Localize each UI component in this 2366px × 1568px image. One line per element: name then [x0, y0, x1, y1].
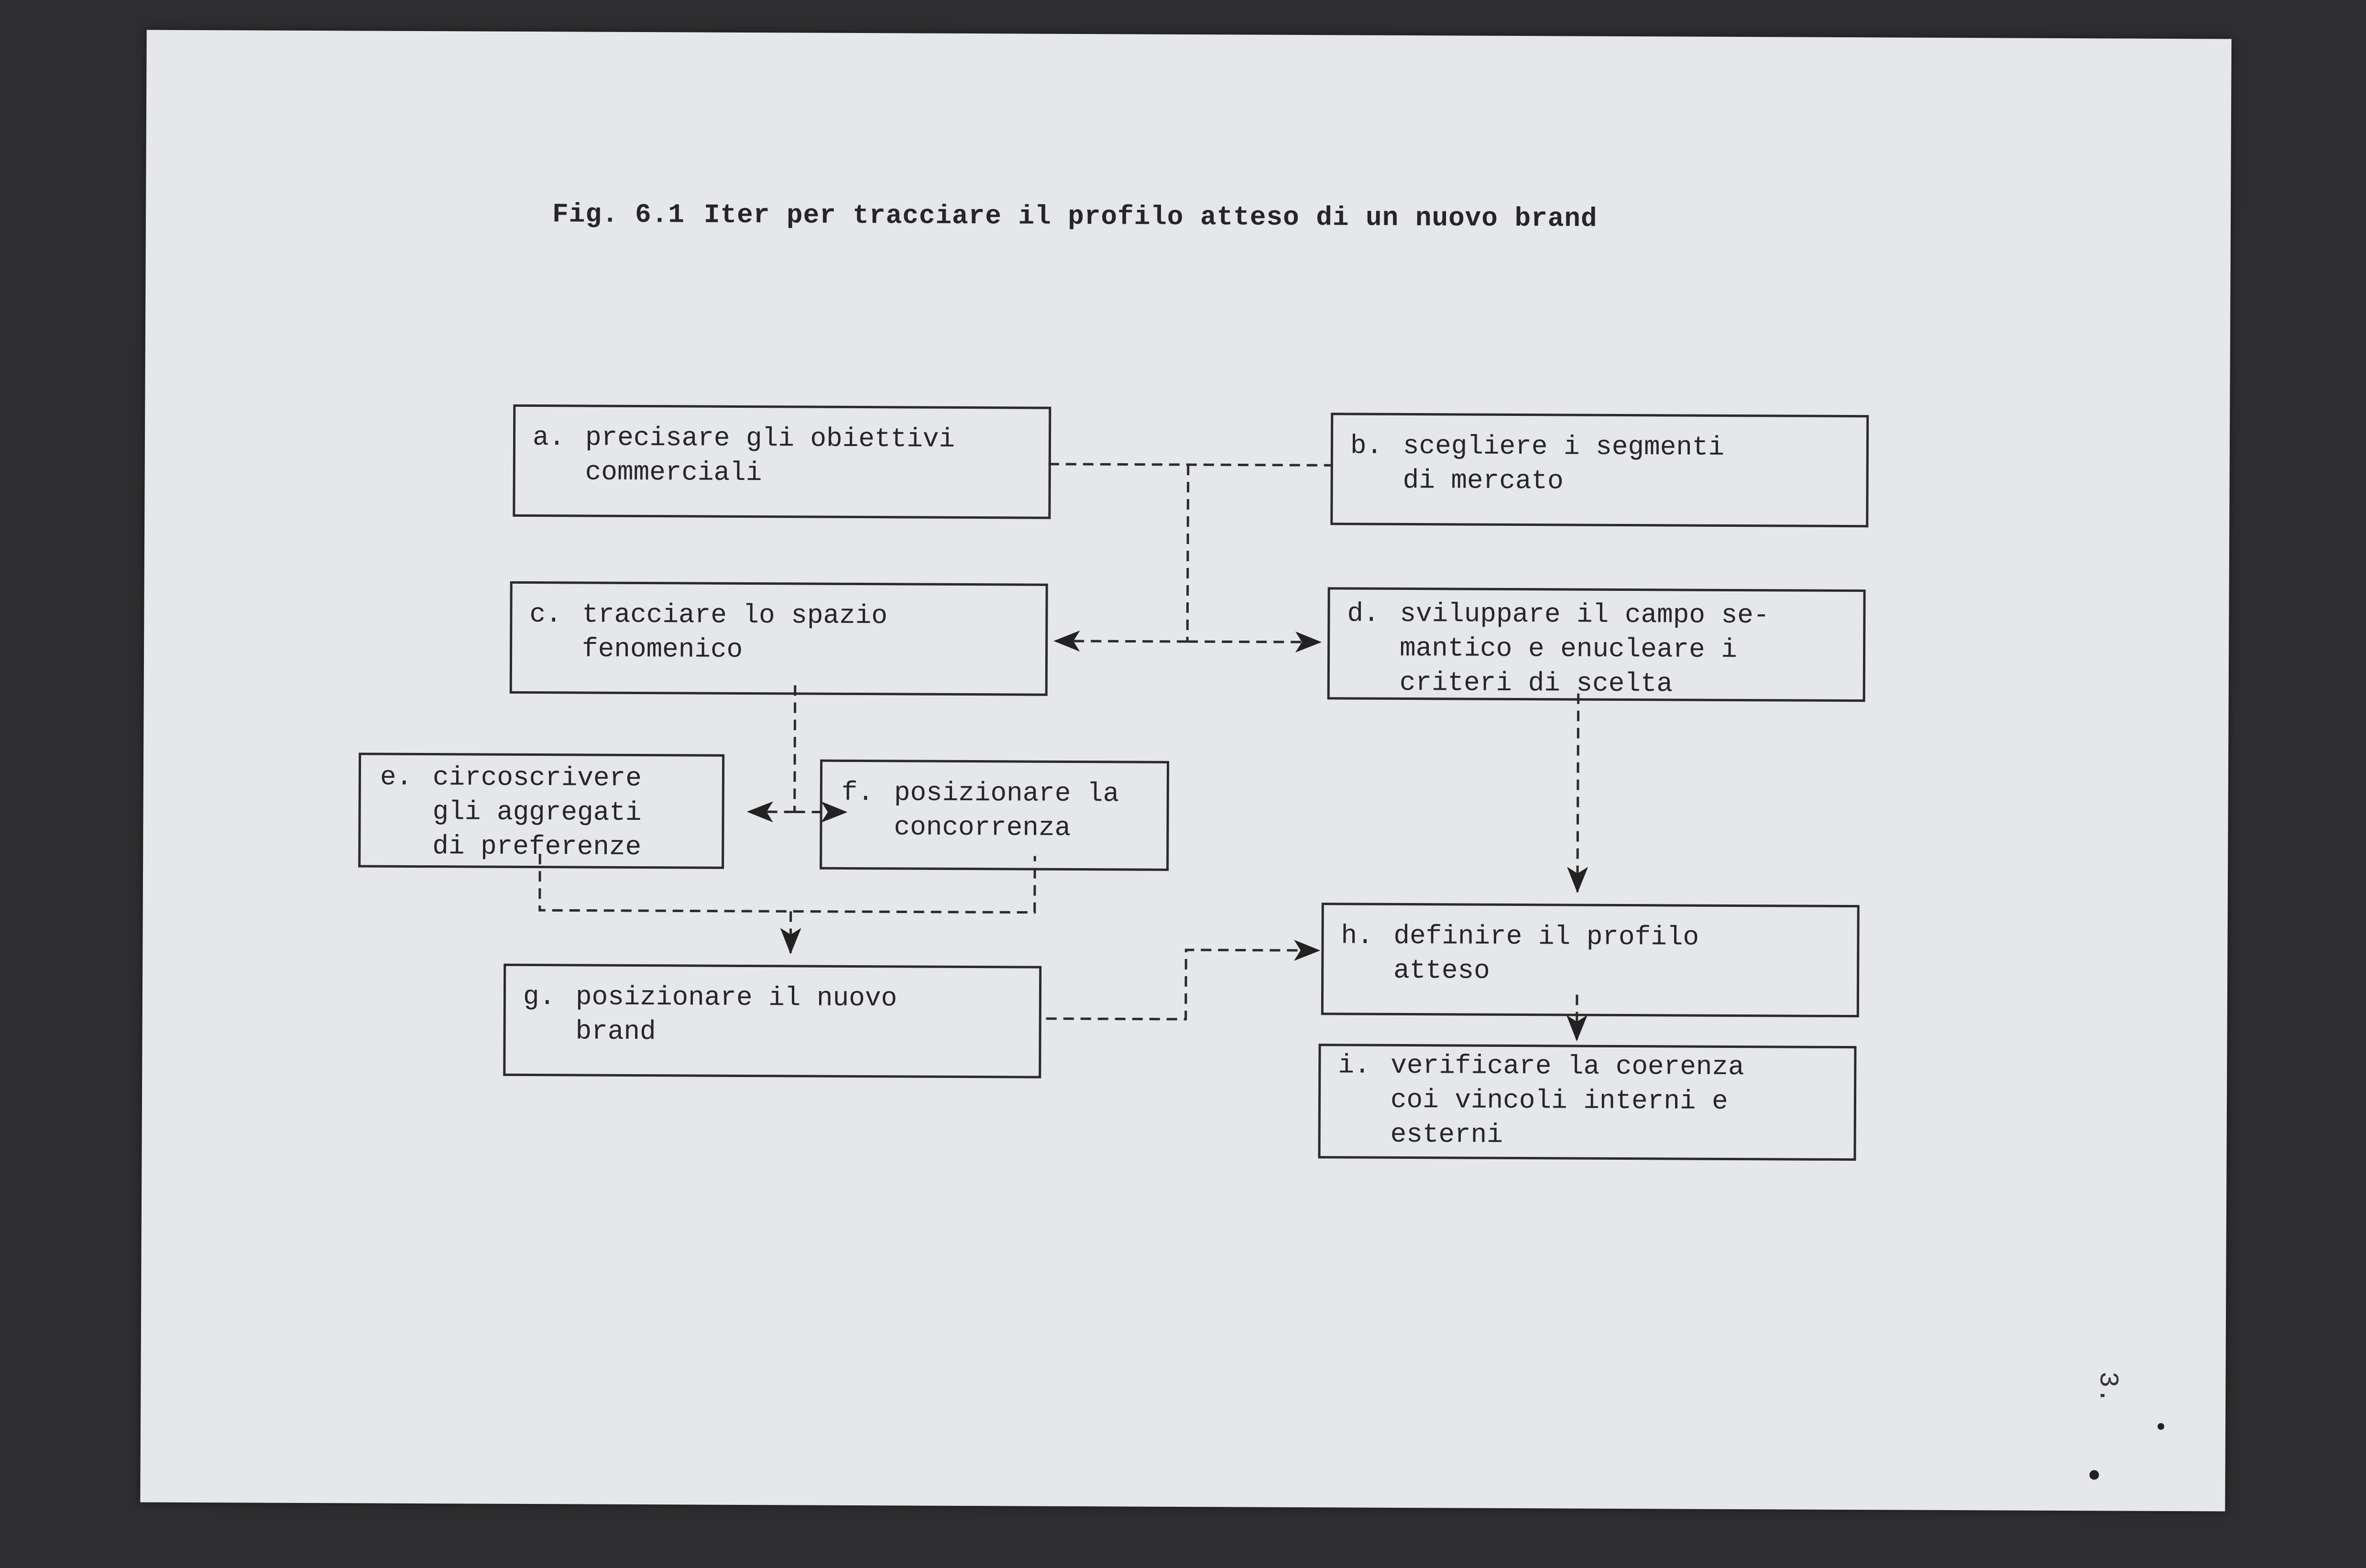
- step-e-text: circoscrivere gli aggregati di preferenz…: [432, 762, 642, 863]
- step-d-text: sviluppare il campo se- mantico e enucle…: [1399, 598, 1770, 699]
- flow-connectors: [538, 463, 1588, 1042]
- step-f-text: posizionare la concorrenza: [894, 777, 1119, 843]
- step-g-letter: g.: [523, 981, 556, 1013]
- step-g-box: g. posizionare il nuovo brand: [503, 963, 1042, 1078]
- step-d-box: d. sviluppare il campo se- mantico e enuc…: [1327, 587, 1866, 702]
- step-g-text: posizionare il nuovo brand: [575, 981, 898, 1047]
- connector-a-b: [1048, 463, 1331, 467]
- step-h-letter: h.: [1341, 920, 1373, 951]
- step-i-box: i. verificare la coerenza coi vincoli int…: [1318, 1044, 1857, 1161]
- connector-ab-down: [1186, 465, 1190, 642]
- step-h-text: definire il profilo atteso: [1393, 920, 1699, 986]
- page-number: 3.: [2092, 1371, 2124, 1404]
- step-b-box: b. scegliere i segmenti di mercato: [1330, 413, 1869, 528]
- step-f-letter: f.: [841, 777, 874, 808]
- step-a-letter: a.: [532, 422, 565, 453]
- punch-mark-dot: [2158, 1423, 2165, 1430]
- step-i-text: verificare la coerenza coi vincoli inter…: [1390, 1050, 1744, 1150]
- step-e-letter: e.: [380, 762, 413, 793]
- connector-d-to-h: [1567, 693, 1588, 893]
- connector-g-to-h: [1046, 939, 1321, 1021]
- step-e-box: e. circoscrivere gli aggregati di prefere…: [358, 752, 725, 869]
- step-d-letter: d.: [1347, 598, 1380, 629]
- connector-to-c: [1053, 631, 1188, 652]
- step-a-text: precisare gli obiettivi commerciali: [585, 422, 955, 489]
- step-f-box: f. posizionare la concorrenza: [820, 759, 1170, 871]
- step-b-letter: b.: [1350, 430, 1383, 461]
- step-c-box: c. tracciare lo spazio fenomenico: [509, 581, 1048, 696]
- step-c-text: tracciare lo spazio fenomenico: [581, 599, 888, 665]
- punch-mark-dot: [2089, 1470, 2099, 1480]
- step-a-box: a. precisare gli obiettivi commerciali: [513, 404, 1052, 519]
- step-c-letter: c.: [529, 599, 562, 630]
- step-i-letter: i.: [1338, 1050, 1370, 1081]
- step-b-text: scegliere i segmenti di mercato: [1402, 430, 1725, 497]
- step-h-box: h. definire il profilo atteso: [1321, 903, 1860, 1018]
